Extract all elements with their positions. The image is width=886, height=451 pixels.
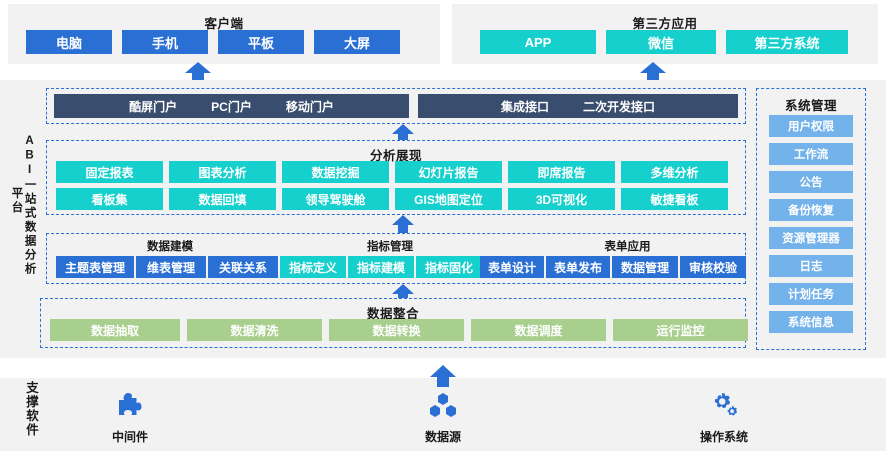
analysis-chip-0-3[interactable]: 幻灯片报告	[395, 161, 502, 183]
form-chip-3[interactable]: 审核校验	[680, 256, 746, 278]
sysitem-7[interactable]: 系统信息	[769, 311, 853, 333]
support-caption-datasource: 数据源	[425, 430, 462, 444]
form-chip-2[interactable]: 数据管理	[612, 256, 678, 278]
integration-group-title: 数据整合	[366, 307, 419, 321]
sysitem-0[interactable]: 用户权限	[769, 115, 853, 137]
integration-chip-2[interactable]: 数据转换	[329, 319, 464, 341]
analysis-chip-1-4[interactable]: 3D可视化	[508, 188, 615, 210]
analysis-row-2: 看板集 数据回填 领导驾驶舱 GIS地图定位 3D可视化 敏捷看板	[56, 188, 728, 210]
indicator-row: 指标定义 指标建模 指标固化	[280, 256, 482, 278]
form-chip-0[interactable]: 表单设计	[480, 256, 544, 278]
platform-vertical-label: ABI一站式数据分析 平台	[6, 135, 40, 315]
integration-chip-4[interactable]: 运行监控	[613, 319, 748, 341]
form-chip-1[interactable]: 表单发布	[546, 256, 610, 278]
arrow-support-to-platform	[430, 365, 456, 392]
arrow-analysis-to-portal	[392, 124, 414, 147]
modeling-chip-1[interactable]: 维表管理	[136, 256, 206, 278]
portal-group	[46, 88, 746, 124]
analysis-chip-0-0[interactable]: 固定报表	[56, 161, 163, 183]
system-management-title: 系统管理	[784, 99, 837, 113]
modeling-chip-0[interactable]: 主题表管理	[56, 256, 134, 278]
portal-bar-left: 酷屏门户 PC门户 移动门户	[54, 94, 409, 118]
analysis-chip-0-2[interactable]: 数据挖掘	[282, 161, 389, 183]
integration-row: 数据抽取 数据清洗 数据转换 数据调度 运行监控	[50, 319, 748, 341]
client-chip-3[interactable]: 大屏	[314, 30, 400, 54]
portal-item-1[interactable]: PC门户	[211, 99, 252, 114]
client-chip-2[interactable]: 平板	[218, 30, 304, 54]
indicator-chip-2[interactable]: 指标固化	[416, 256, 482, 278]
portal-item-0[interactable]: 酷屏门户	[129, 99, 178, 114]
portal-item-2[interactable]: 移动门户	[285, 99, 334, 114]
portal-bar-right: 集成接口 二次开发接口	[418, 94, 738, 118]
arrow-modeling-to-analysis	[392, 215, 414, 238]
sysitem-3[interactable]: 备份恢复	[769, 199, 853, 221]
support-band	[0, 378, 886, 451]
indicator-chip-0[interactable]: 指标定义	[280, 256, 346, 278]
gear-icon	[707, 392, 741, 425]
interface-item-0[interactable]: 集成接口	[500, 99, 549, 114]
client-chip-1[interactable]: 手机	[122, 30, 208, 54]
sysitem-1[interactable]: 工作流	[769, 143, 853, 165]
sysitem-4[interactable]: 资源管理器	[769, 227, 853, 249]
analysis-chip-1-0[interactable]: 看板集	[56, 188, 163, 210]
third-party-band-title: 第三方应用	[632, 17, 698, 31]
middle-group-title-0: 数据建模	[147, 241, 193, 253]
middle-group-title-2: 表单应用	[604, 241, 651, 253]
support-item-middleware[interactable]: 中间件	[112, 392, 148, 445]
integration-chip-1[interactable]: 数据清洗	[187, 319, 322, 341]
sysitem-5[interactable]: 日志	[769, 255, 853, 277]
integration-chip-0[interactable]: 数据抽取	[50, 319, 180, 341]
form-row: 表单设计 表单发布 数据管理 审核校验	[480, 256, 746, 278]
modeling-chip-2[interactable]: 关联关系	[208, 256, 278, 278]
middle-group-title-1: 指标管理	[367, 241, 413, 253]
support-label: 支撑软件	[24, 381, 38, 437]
arrow-up-to-client	[185, 62, 211, 87]
analysis-group-title: 分析展现	[369, 149, 422, 163]
analysis-chip-1-1[interactable]: 数据回填	[169, 188, 276, 210]
interface-item-1[interactable]: 二次开发接口	[583, 99, 656, 114]
analysis-chip-0-1[interactable]: 图表分析	[169, 161, 276, 183]
support-item-datasource[interactable]: 数据源	[425, 392, 461, 445]
platform-label-main: ABI一站式数据分析	[23, 135, 36, 277]
support-caption-middleware: 中间件	[112, 430, 149, 444]
client-chip-row: 电脑 手机 平板 大屏	[26, 30, 400, 54]
client-band-title: 客户端	[204, 17, 244, 31]
support-caption-os: 操作系统	[700, 430, 749, 444]
analysis-chip-1-5[interactable]: 敏捷看板	[621, 188, 728, 210]
third-party-chip-2[interactable]: 第三方系统	[726, 30, 848, 54]
third-party-chip-0[interactable]: APP	[480, 30, 596, 54]
indicator-chip-1[interactable]: 指标建模	[348, 256, 414, 278]
platform-label-second: 平台	[10, 187, 23, 215]
sysitem-2[interactable]: 公告	[769, 171, 853, 193]
arrow-integration-to-middle	[392, 284, 414, 307]
database-nodes-icon	[426, 392, 460, 425]
puzzle-icon	[115, 392, 145, 425]
arrow-up-to-third-party	[640, 62, 666, 87]
analysis-chip-0-4[interactable]: 即席报告	[508, 161, 615, 183]
client-chip-0[interactable]: 电脑	[26, 30, 112, 54]
support-item-os[interactable]: 操作系统	[700, 392, 748, 445]
analysis-chip-1-2[interactable]: 领导驾驶舱	[282, 188, 389, 210]
analysis-chip-0-5[interactable]: 多维分析	[621, 161, 728, 183]
analysis-chip-1-3[interactable]: GIS地图定位	[395, 188, 502, 210]
modeling-row: 主题表管理 维表管理 关联关系	[56, 256, 278, 278]
sysitem-6[interactable]: 计划任务	[769, 283, 853, 305]
analysis-row-1: 固定报表 图表分析 数据挖掘 幻灯片报告 即席报告 多维分析	[56, 161, 728, 183]
integration-chip-3[interactable]: 数据调度	[471, 319, 606, 341]
third-party-chip-1[interactable]: 微信	[606, 30, 716, 54]
third-party-chip-row: APP 微信 第三方系统	[480, 30, 848, 54]
